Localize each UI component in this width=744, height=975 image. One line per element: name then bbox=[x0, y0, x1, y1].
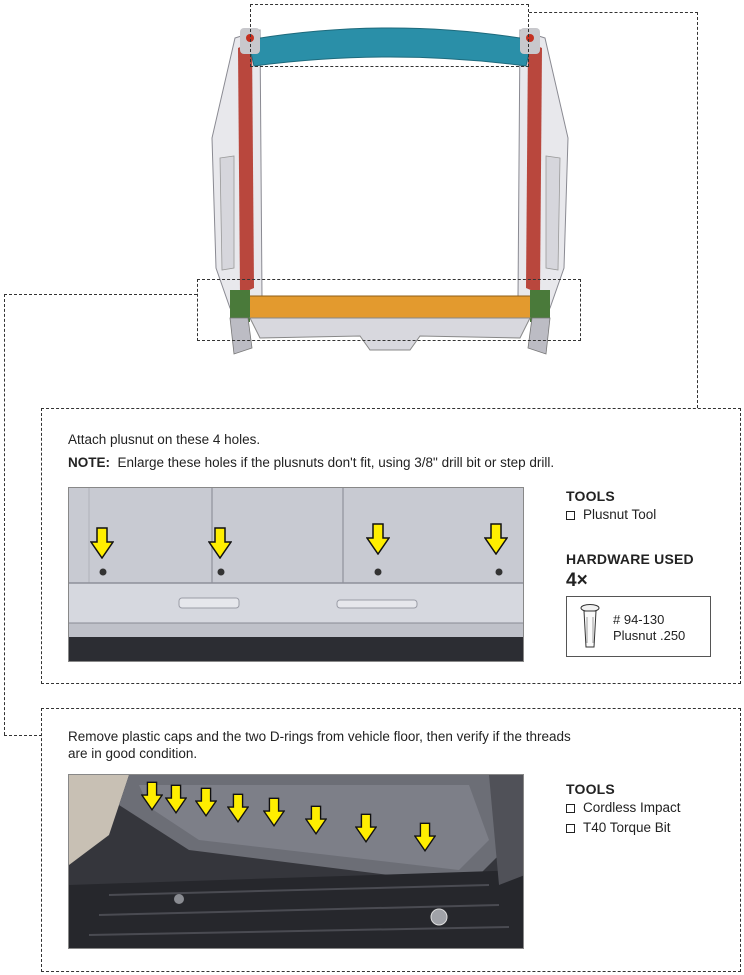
hardware-name: Plusnut .250 bbox=[613, 628, 686, 643]
hardware-quantity: 4× bbox=[566, 570, 588, 591]
arrow-icon bbox=[195, 787, 217, 817]
step1-panel bbox=[41, 408, 741, 684]
arrow-icon bbox=[355, 813, 377, 843]
leader-line bbox=[4, 294, 5, 735]
step1-instruction: Attach plusnut on these 4 holes. bbox=[68, 432, 261, 447]
step1-note: NOTE: Enlarge these holes if the plusnut… bbox=[68, 454, 554, 471]
arrow-icon bbox=[90, 527, 114, 559]
arrow-icon bbox=[366, 523, 390, 555]
arrow-icon bbox=[484, 523, 508, 555]
arrow-icon bbox=[263, 797, 285, 827]
note-text: Enlarge these holes if the plusnuts don'… bbox=[117, 455, 555, 470]
arrow-icon bbox=[165, 784, 187, 814]
hardware-heading: HARDWARE USED bbox=[566, 551, 694, 567]
vehicle-frame-illustration bbox=[211, 27, 569, 355]
arrow-icon bbox=[141, 781, 163, 811]
leader-line bbox=[4, 735, 42, 736]
leader-line bbox=[4, 294, 197, 295]
checkbox-icon bbox=[566, 823, 575, 833]
arrow-icon bbox=[227, 793, 249, 823]
panel-holes-image bbox=[69, 488, 523, 661]
checkbox-icon bbox=[566, 510, 575, 520]
vehicle-floor-image bbox=[69, 775, 523, 948]
arrow-icon bbox=[208, 527, 232, 559]
arrow-icon bbox=[414, 822, 436, 852]
step2-tools-heading: TOOLS bbox=[566, 781, 615, 797]
top-callout-box bbox=[250, 4, 529, 67]
tool-label: Plusnut Tool bbox=[583, 507, 657, 522]
tool-item: T40 Torque Bit bbox=[566, 818, 671, 838]
step2-instruction: Remove plastic caps and the two D-rings … bbox=[68, 729, 571, 761]
hardware-part-number: # 94-130 bbox=[613, 612, 665, 627]
tool-item: Plusnut Tool bbox=[566, 505, 656, 525]
hardware-card: # 94-130 Plusnut .250 bbox=[566, 596, 711, 657]
step2-photo bbox=[68, 774, 524, 949]
leader-line bbox=[697, 12, 698, 408]
plusnut-icon bbox=[580, 604, 600, 648]
tool-label: Cordless Impact bbox=[583, 800, 681, 815]
leader-line bbox=[529, 12, 698, 13]
checkbox-icon bbox=[566, 803, 575, 813]
arrow-icon bbox=[305, 805, 327, 835]
step1-photo bbox=[68, 487, 524, 662]
bottom-callout-box bbox=[197, 279, 581, 341]
step2-panel bbox=[41, 708, 741, 972]
tool-label: T40 Torque Bit bbox=[583, 820, 671, 835]
tool-item: Cordless Impact bbox=[566, 798, 681, 818]
note-label: NOTE: bbox=[68, 455, 110, 470]
step1-tools-heading: TOOLS bbox=[566, 488, 615, 504]
